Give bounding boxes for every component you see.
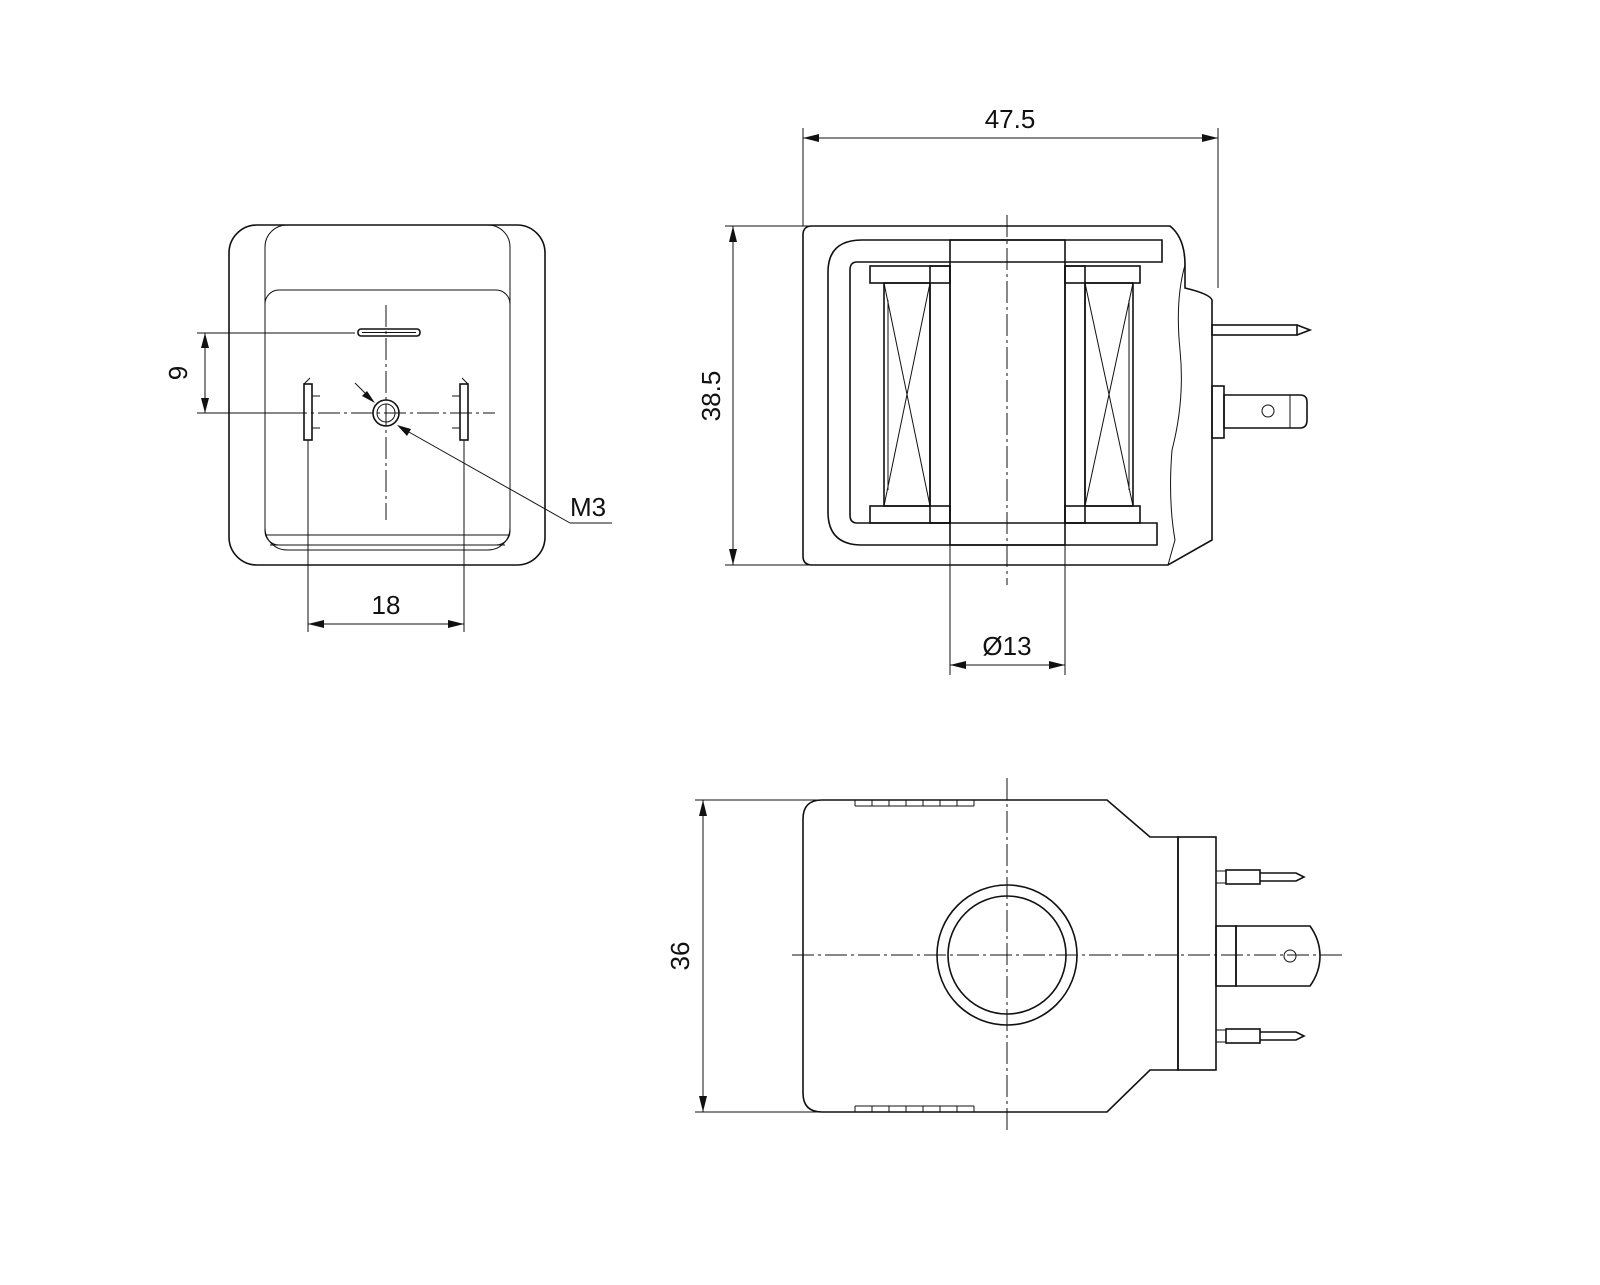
winding-right (1084, 282, 1134, 507)
dimension-bore-diameter: Ø13 (982, 631, 1031, 661)
thread-m3-label: M3 (570, 492, 606, 522)
bottom-housing (802, 799, 1179, 1113)
top-pin-slot (357, 328, 421, 337)
upper-terminal (1211, 324, 1313, 336)
dimension-47-5: 47.5 (985, 104, 1036, 134)
dimension-36: 36 (665, 942, 695, 971)
bottom-upper-terminal (1215, 869, 1306, 885)
winding-left (883, 282, 931, 507)
terminal-hole (1261, 404, 1275, 418)
dimension-18: 18 (372, 590, 401, 620)
bobbin-right (1064, 265, 1086, 524)
section-view: 47.5 38.5 Ø13 (696, 104, 1313, 675)
bottom-view: 36 (665, 778, 1342, 1133)
terminal-block (1177, 836, 1217, 1071)
front-view: 9 18 M3 (163, 224, 612, 632)
front-outer-housing (228, 224, 546, 566)
yoke-frame (827, 239, 1163, 546)
dimension-38-5: 38.5 (696, 371, 726, 422)
bottom-lower-terminal (1215, 1028, 1306, 1044)
dimension-9: 9 (163, 366, 193, 380)
front-inner-frame (264, 224, 511, 551)
bottom-center-terminal (1215, 925, 1321, 987)
left-pin (303, 377, 320, 441)
right-pin (452, 377, 469, 441)
main-terminal (1211, 385, 1308, 439)
bobbin-left (929, 265, 951, 524)
